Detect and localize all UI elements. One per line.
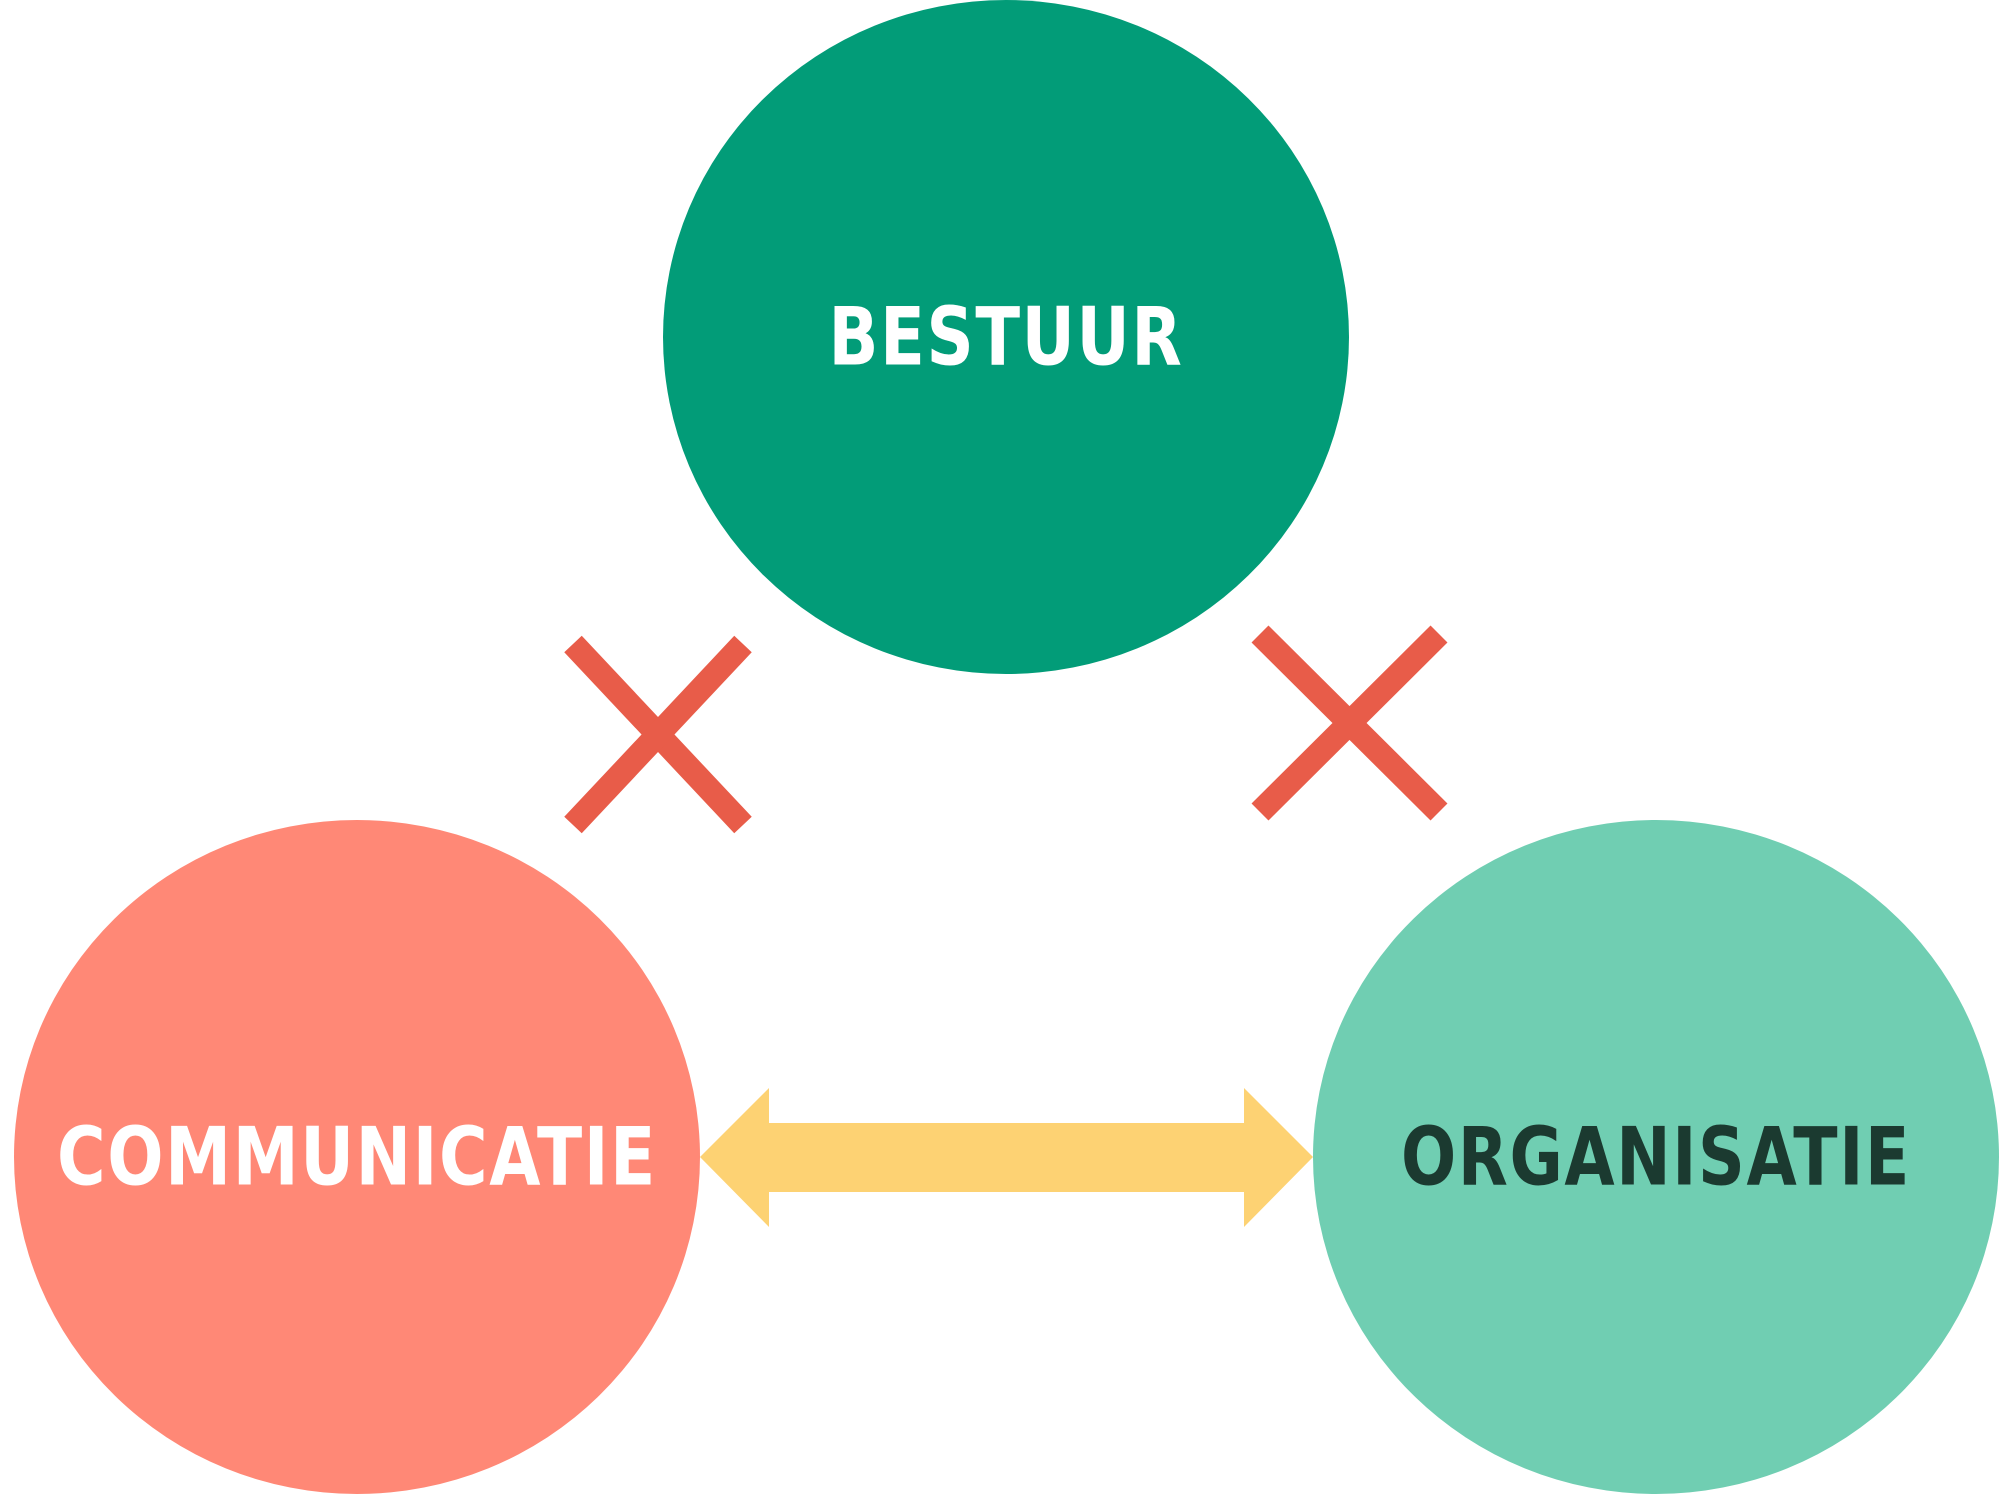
double-arrow-icon bbox=[700, 1088, 1313, 1227]
cross-icon bbox=[1251, 625, 1448, 821]
node-organisatie: ORGANISATIE bbox=[1313, 820, 1999, 1494]
cross-icon bbox=[564, 635, 752, 834]
cross-stroke-b bbox=[564, 635, 752, 834]
node-communicatie-label: COMMUNICATIE bbox=[57, 1111, 657, 1204]
node-organisatie-label: ORGANISATIE bbox=[1401, 1111, 1911, 1204]
node-organisatie-circle bbox=[1313, 820, 1999, 1494]
node-bestuur-circle bbox=[663, 0, 1349, 674]
node-communicatie-circle bbox=[14, 820, 700, 1494]
cross-stroke-b bbox=[1251, 625, 1448, 821]
node-bestuur: BESTUUR bbox=[663, 0, 1349, 674]
node-bestuur-label: BESTUUR bbox=[829, 291, 1184, 384]
node-communicatie: COMMUNICATIE bbox=[14, 820, 700, 1494]
